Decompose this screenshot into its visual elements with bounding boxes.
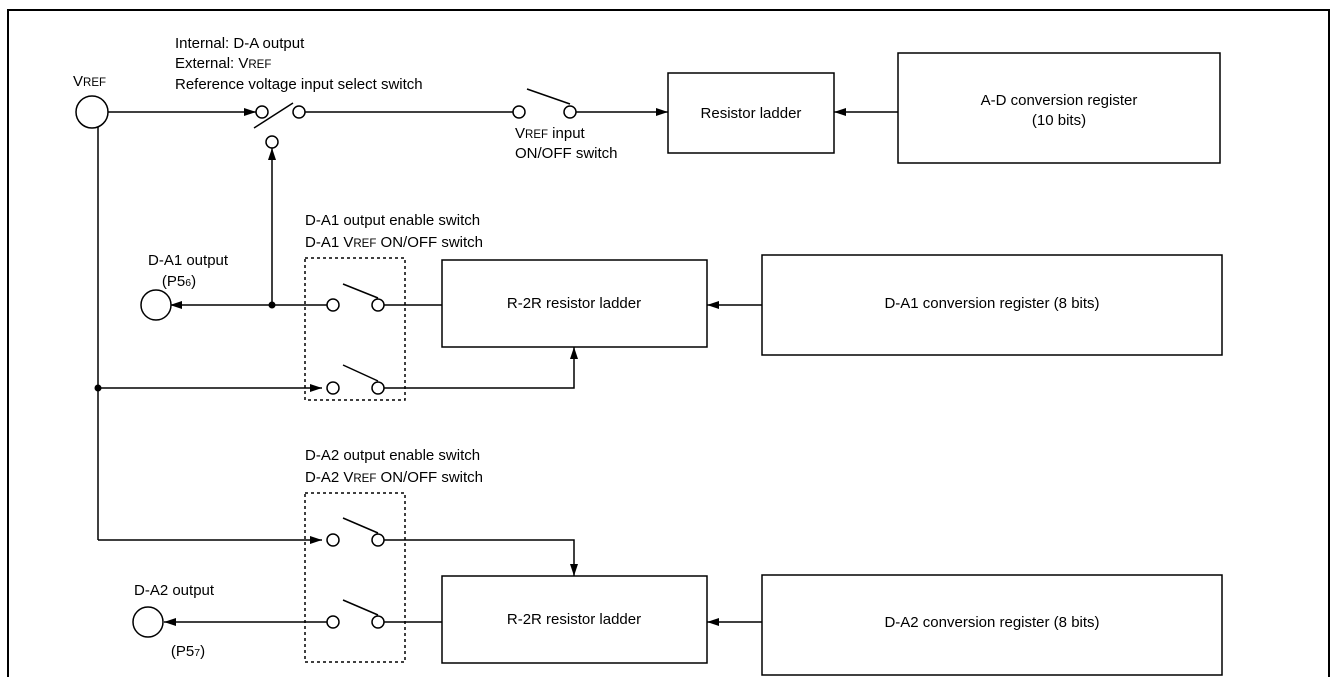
- vref-onoff-label: ON/OFF switch: [515, 145, 618, 162]
- da2-output-enable-switch: [326, 599, 385, 629]
- da2-output-label: D-A2 output: [134, 582, 215, 599]
- vref-input-label: VREF input: [515, 125, 586, 142]
- reference-voltage-select-switch: [253, 102, 306, 149]
- da1-output-label: D-A1 output: [148, 252, 229, 269]
- select-internal-label: Internal: D-A output: [175, 35, 305, 52]
- da2-vref-switch-label: D-A2 VREF ON/OFF switch: [305, 469, 483, 486]
- da1-pin-label: (P56): [162, 273, 196, 290]
- da2-output-terminal: [132, 606, 164, 638]
- da2-enable-switch-label: D-A2 output enable switch: [305, 447, 480, 464]
- select-switch-title: Reference voltage input select switch: [175, 76, 423, 93]
- r2r-ladder-2-box: [441, 575, 708, 664]
- select-external-label: External: VREF: [175, 55, 271, 72]
- da2-conversion-register-box: [761, 574, 1223, 676]
- da1-vref-switch-label: D-A1 VREF ON/OFF switch: [305, 234, 483, 251]
- vref-terminal: [75, 95, 109, 129]
- vref-label: VREF: [73, 73, 106, 90]
- da1-switch-group-outline: [304, 257, 406, 401]
- diagram-frame: [7, 9, 1330, 677]
- ad-register-label-line2: (10 bits): [1032, 112, 1086, 129]
- da1-enable-switch-label: D-A1 output enable switch: [305, 212, 480, 229]
- ad-register-label-line1: A-D conversion register: [981, 92, 1138, 109]
- r2r-ladder-1-box: [441, 259, 708, 348]
- wire-da2-vref-to-ladder: [384, 539, 578, 576]
- resistor-ladder-label: Resistor ladder: [701, 105, 802, 122]
- r2r-ladder-1-label: R-2R resistor ladder: [507, 295, 641, 312]
- ad-conversion-register-box: [897, 52, 1221, 164]
- da2-register-label: D-A2 conversion register (8 bits): [884, 614, 1099, 631]
- da1-conversion-register-box: [761, 254, 1223, 356]
- vref-terminal-group: VREF: [73, 73, 109, 129]
- vref-input-onoff-switch: [512, 88, 577, 119]
- da1-output-terminal: [140, 289, 172, 321]
- da2-vref-onoff-switch: [326, 517, 385, 547]
- da1-output-enable-switch: [326, 283, 385, 312]
- da2-switch-group-outline: [304, 492, 406, 663]
- wire-da1-vref-to-ladder: [384, 347, 578, 389]
- r2r-ladder-2-label: R-2R resistor ladder: [507, 611, 641, 628]
- da2-pin-label: (P57): [171, 643, 205, 660]
- da1-register-label: D-A1 conversion register (8 bits): [884, 295, 1099, 312]
- da1-vref-onoff-switch: [326, 364, 385, 395]
- resistor-ladder-box: [667, 72, 835, 154]
